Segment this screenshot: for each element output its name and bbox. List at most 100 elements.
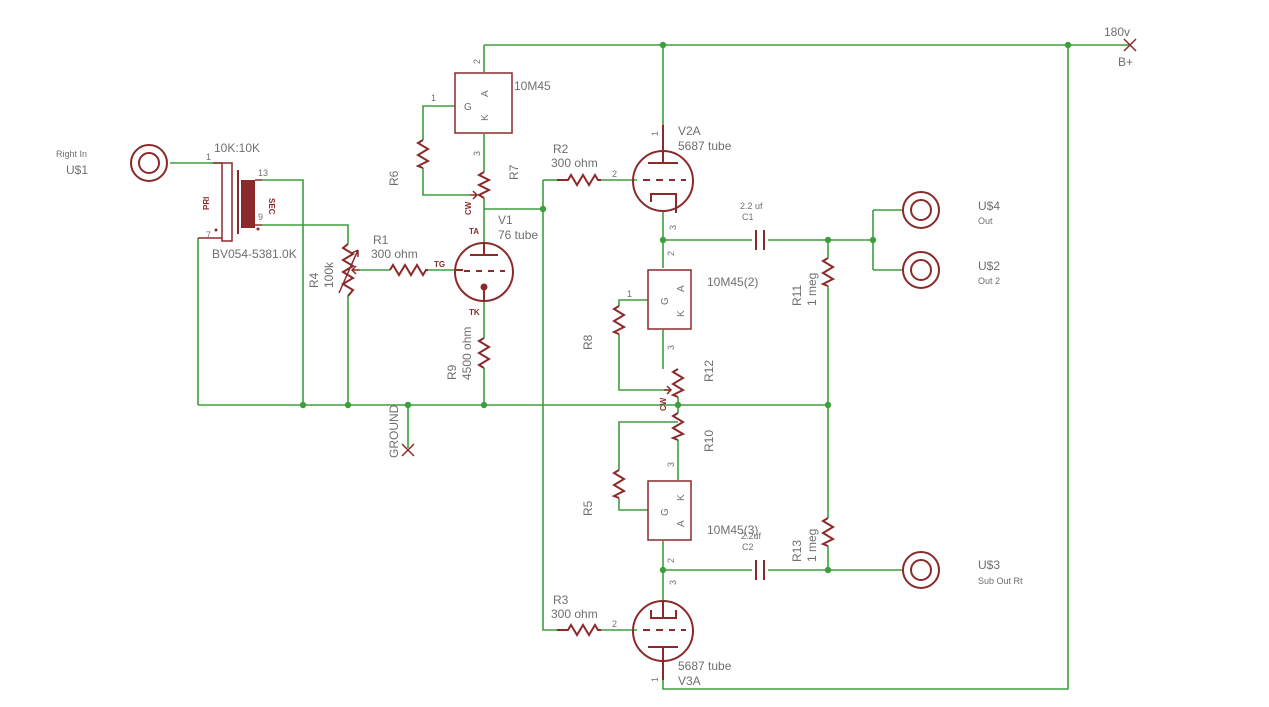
wires [170,44,1130,690]
bplus-x-icon [1123,38,1137,52]
wire-grid-bus [542,180,557,631]
reg1-name: 10M45 [514,79,551,93]
reg2-k-letter: K [676,310,687,317]
v1-value: 76 tube [498,228,538,242]
power-supply-symbol: 180v B+ [1104,25,1137,69]
r1-value: 300 ohm [371,247,418,261]
r7-cw-label: CW [464,201,473,215]
junction-dot [869,236,877,244]
reg3-k-letter: K [676,494,687,501]
reg1-k-letter: K [480,114,491,121]
resistor-r1: R1 300 ohm [371,233,428,277]
v1-name: V1 [498,213,513,227]
transformer-part-number: BV054-5381.0K [212,247,297,261]
wire-sec-13 [262,179,304,405]
pot-wiper-icon [350,265,360,275]
v3a-anode-pin: 1 [650,677,660,682]
r2-value: 300 ohm [551,156,598,170]
input-label: Right In [56,149,87,159]
regulator-10m45-3: G K A 2 3 10M45(3) [647,462,758,563]
jack-inner-icon [138,152,160,174]
junction-dot [824,401,832,409]
v2a-anode-pin: 1 [650,131,660,136]
ground-label: GROUND [387,404,401,458]
jack-outer-icon [902,551,940,589]
regulator-10m45: G K A 2 1 3 10M45 [431,59,551,156]
r9-name: R9 [445,364,459,380]
transformer-ratio: 10K:10K [214,141,260,155]
junction-dot [659,41,667,49]
jack-outer-icon [902,191,940,229]
r10-name: R10 [702,430,716,452]
input-name: U$1 [66,163,88,177]
resistor-icon [820,517,836,547]
potentiometer-r7: CW R7 [464,164,521,215]
phase-dot-icon [256,227,260,231]
pot-icon [476,171,492,199]
reg1-pin-k: 3 [472,151,482,156]
transformer-pri-label: PRI [202,197,211,210]
reg1-g-letter: G [464,102,472,113]
regulator-10m45-2: G K A 2 1 3 10M45(2) [627,251,758,350]
jack-inner-icon [910,559,932,581]
r4-value: 100k [322,261,336,288]
r5-name: R5 [581,500,595,516]
wire-r6-bottom [422,168,470,196]
r3-value: 300 ohm [551,607,598,621]
c1-value: 2.2 uf [740,201,763,211]
junction-dot [659,236,667,244]
potentiometer-r4: R4 100k [307,243,360,297]
resistor-icon [557,173,601,187]
tube-v3a: 3 1 5687 tube V3A [632,580,732,688]
resistor-icon [611,469,627,499]
reg2-name: 10M45(2) [707,275,758,289]
output-u2-label: Out 2 [978,276,1000,286]
jack-inner-icon [910,199,932,221]
junction-dot [824,566,832,574]
transformer-pin-1: 1 [206,152,211,162]
v1-grid-pin: TG [434,260,445,269]
input-transformer: PRI SEC 10K:10K BV054-5381.0K 7 13 9 [198,141,297,261]
output-jack-u3: U$3 Sub Out Rt [902,551,1023,589]
resistor-icon [415,139,431,169]
v2a-name: V2A [678,124,701,138]
junction-dot [1064,41,1072,49]
resistor-icon [477,337,491,369]
regulator-body [647,269,692,330]
r13-name: R13 [790,540,804,562]
wire-r8-top [618,299,648,306]
junction-dot [539,205,547,213]
primary-winding-icon [221,162,233,242]
output-u3-label: Sub Out Rt [978,576,1023,586]
tube-cathode-icon [480,283,488,291]
output-u4-label: Out [978,216,993,226]
reg1-pin-g: 1 [431,93,436,103]
power-net-label: B+ [1118,55,1133,69]
junction-dot [404,401,412,409]
ground-symbol: GROUND [387,404,415,458]
jack-inner-icon [910,259,932,281]
transformer-pin-7: 7 [206,230,211,240]
r12-name: R12 [702,360,716,382]
capacitor-c2: 2.2uf C2 [741,531,765,580]
output-u3-name: U$3 [978,558,1000,572]
reg2-pin-k: 3 [666,345,676,350]
reg3-name: 10M45(3) [707,523,758,537]
jack-outer-icon [902,251,940,289]
pot-wiper-icon [470,190,479,200]
r4-name: R4 [307,272,321,288]
tube-cathode-icon [650,193,677,202]
resistor-r3: R3 300 ohm 2 [551,593,617,637]
r13-value: 1 meg [805,529,819,562]
resistor-r2: R2 300 ohm 2 [551,142,617,187]
resistor-icon [389,263,428,277]
v3a-value: 5687 tube [678,659,732,673]
junction-dot [480,401,488,409]
tube-v2a: 1 3 V2A 5687 tube [632,124,732,230]
power-voltage-label: 180v [1104,25,1130,39]
wire-v3a-anode-supply [662,45,1069,690]
r3-name: R3 [553,593,569,607]
v1-cathode-pin: TK [469,308,480,317]
pot-icon [670,412,686,441]
output-jack-u2: U$2 Out 2 [902,251,1000,289]
